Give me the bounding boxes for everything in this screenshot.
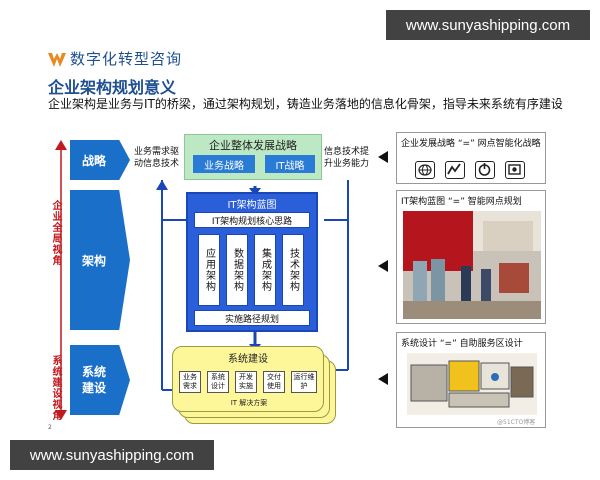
architecture-column-technology: 技术架构 (282, 234, 304, 306)
globe-icon (415, 161, 435, 179)
system-box-title: 系统建设 (173, 350, 323, 365)
strategy-left-note: 业务需求驱动信息技术 (134, 146, 184, 170)
strategy-right-note: 信息技术提升业务能力 (324, 146, 374, 170)
page-number: 2 (48, 424, 52, 431)
right-panel-blueprint: IT架构蓝图 “=” 智能网点规划 (396, 190, 546, 324)
trend-chart-icon (445, 161, 465, 179)
page-subtitle: 企业架构是业务与IT的桥梁，通过架构规划，铸造业务落地的信息化骨架，指导未来系统… (48, 96, 568, 112)
architecture-box: IT架构蓝图 IT架构规划核心思路 应用架构 数据架构 集成架构 技术架构 实施… (186, 192, 318, 332)
power-icon (475, 161, 495, 179)
target-icon (505, 161, 525, 179)
side-label-system: 系统建设视角 (48, 355, 63, 421)
system-item-development: 开发实施 (235, 371, 257, 393)
architecture-column-data: 数据架构 (226, 234, 248, 306)
arrow-left-icon (378, 373, 388, 385)
layer-system: 系统建设 (70, 345, 130, 415)
right-panel-system-title: 系统设计 “=” 自助服务区设计 (401, 336, 541, 349)
right-panel-strategy-title: 企业发展战略 “=” 网点智能化战略 (401, 136, 541, 149)
watermark-top: www.sunyashipping.com (386, 10, 590, 40)
implementation-path-box: 实施路径规划 (194, 310, 310, 326)
system-item-operation: 运行维护 (291, 371, 317, 393)
right-panel-blueprint-title: IT架构蓝图 “=” 智能网点规划 (401, 194, 541, 207)
it-strategy-box: IT战略 (265, 155, 315, 173)
side-label-global: 企业全局视角 (48, 200, 63, 266)
right-panel-strategy: 企业发展战略 “=” 网点智能化战略 (396, 132, 546, 184)
strategy-box: 企业整体发展战略 业务战略 IT战略 (184, 134, 322, 180)
strategy-box-title: 企业整体发展战略 (185, 137, 321, 153)
arrow-left-icon (378, 260, 388, 272)
architecture-column-integration: 集成架构 (254, 234, 276, 306)
layer-system-label: 系统建设 (79, 364, 109, 396)
right-panel-system: 系统设计 “=” 自助服务区设计 @51CTO博客 (396, 332, 546, 428)
system-item-requirements: 业务需求 (179, 371, 201, 393)
architecture-column-application: 应用架构 (198, 234, 220, 306)
system-box: 系统建设 业务需求 系统设计 开发实施 交付使用 运行维护 IT 解决方案 (172, 346, 324, 412)
system-box-footer: IT 解决方案 (173, 398, 325, 408)
arrow-left-icon (378, 151, 388, 163)
layer-strategy: 战略 (70, 140, 130, 180)
bank-branch-photo (403, 211, 541, 319)
floor-plan-image (407, 353, 537, 415)
system-item-design: 系统设计 (207, 371, 229, 393)
system-item-delivery: 交付使用 (263, 371, 285, 393)
watermark-bottom: www.sunyashipping.com (10, 440, 214, 470)
brand-text: 数字化转型咨询 (70, 48, 182, 69)
architecture-box-title: IT架构蓝图 (188, 196, 316, 211)
architecture-core-box: IT架构规划核心思路 (194, 212, 310, 228)
layer-architecture: 架构 (70, 190, 130, 330)
brand-logo-icon (48, 52, 66, 66)
business-strategy-box: 业务战略 (193, 155, 255, 173)
image-credit: @51CTO博客 (497, 417, 535, 426)
page-title: 企业架构规划意义 (48, 74, 176, 98)
layer-architecture-label: 架构 (82, 252, 106, 269)
layer-strategy-label: 战略 (82, 152, 106, 169)
